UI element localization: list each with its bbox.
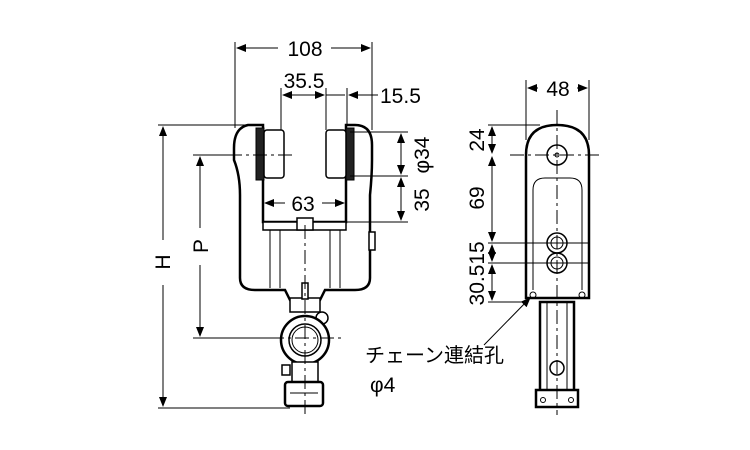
dim-H: H — [152, 254, 175, 269]
left-wheel-flange — [255, 127, 265, 181]
right-wheel — [325, 129, 347, 179]
dim-P: P — [190, 239, 213, 253]
dim-15: 15 — [466, 241, 489, 264]
side-view: 48 24 69 15 30.5 — [466, 78, 602, 415]
front-view: 108 35.5 15.5 — [152, 38, 434, 415]
dim-15-5: 15.5 — [380, 85, 421, 108]
dim-30-5: 30.5 — [466, 265, 489, 306]
dim-63: 63 — [291, 193, 314, 216]
dim-24: 24 — [466, 128, 489, 152]
right-wheel-flange — [345, 127, 355, 181]
dim-35-5: 35.5 — [284, 70, 325, 93]
bottom-nut — [283, 380, 325, 408]
dim-35: 35 — [411, 188, 434, 211]
dim-48: 48 — [546, 78, 569, 101]
dim-phi34: φ34 — [411, 136, 434, 173]
left-wheel — [263, 129, 285, 179]
chain-hole-label: チェーン連結孔 — [365, 343, 504, 367]
chain-hole-diameter: φ4 — [370, 374, 396, 397]
dim-69: 69 — [466, 186, 489, 209]
dim-108: 108 — [287, 38, 322, 61]
